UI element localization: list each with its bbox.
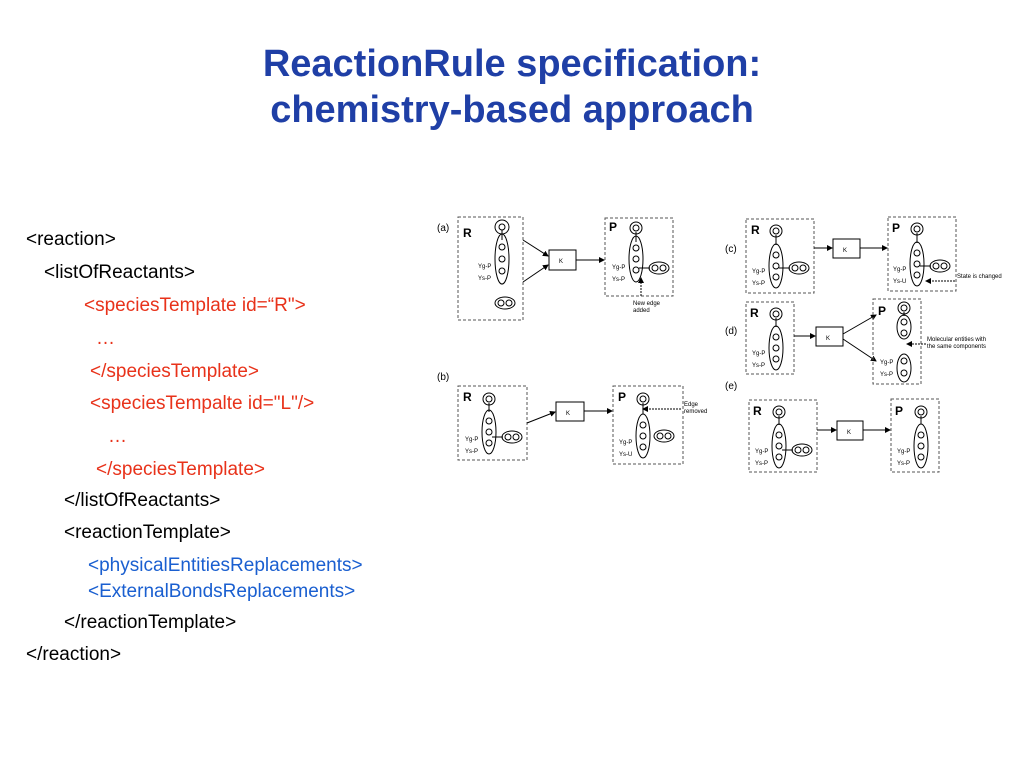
panel-d-r-label: R bbox=[750, 306, 759, 320]
panel-b-label: (b) bbox=[437, 372, 449, 383]
yg-p-label: Yg-P bbox=[893, 267, 906, 273]
yg-p-label: Yg-P bbox=[752, 351, 765, 357]
panel-c-product-box bbox=[887, 216, 957, 292]
panel-c-r-label: R bbox=[751, 223, 760, 237]
panel-e-label: (e) bbox=[725, 381, 737, 392]
ys-p-label: Ys-P bbox=[752, 281, 765, 287]
panel-d-label: (d) bbox=[725, 326, 737, 337]
panel-a-r-label: R bbox=[463, 226, 472, 240]
panel-a-label: (a) bbox=[437, 223, 449, 234]
molecular-entities-label-1: Molecular entities with bbox=[927, 337, 986, 343]
state-changed-label: State is changed bbox=[957, 274, 1002, 280]
page-title-line2: chemistry-based approach bbox=[270, 89, 754, 131]
yg-p-label: Yg-P bbox=[478, 264, 491, 270]
ys-p-label: Ys-P bbox=[897, 461, 910, 467]
panel-d-p-label: P bbox=[878, 304, 886, 318]
panel-d-product-box bbox=[872, 298, 922, 385]
panel-e: (e) R Yg-P Ys-P K P Yg-P Ys-P bbox=[725, 381, 940, 473]
yg-p-label: Yg-P bbox=[612, 265, 625, 271]
enzyme-k-label: K bbox=[826, 336, 830, 342]
ys-u-label: Ys-U bbox=[893, 279, 906, 285]
code-line-reaction-template-open: <reactionTemplate> bbox=[64, 522, 231, 543]
panel-e-r-label: R bbox=[753, 404, 762, 418]
code-line-reaction-open: <reaction> bbox=[26, 229, 116, 250]
panel-c: (c) R Yg-P Ys-P K P Yg-P Ys-U bbox=[725, 216, 1002, 294]
edge-removed-label-2: removed bbox=[684, 409, 707, 415]
code-line-list-reactants-close: </listOfReactants> bbox=[64, 490, 221, 511]
panel-b: (b) R Yg-P Ys-P K P Yg-P Ys-U Edg bbox=[437, 372, 707, 465]
molecule-chain bbox=[494, 233, 510, 285]
ys-u-label: Ys-U bbox=[619, 452, 632, 458]
enzyme-k-label: K bbox=[843, 248, 847, 254]
ys-p-label: Ys-P bbox=[612, 277, 625, 283]
panel-a-p-label: P bbox=[609, 220, 617, 234]
code-line-reaction-close: </reaction> bbox=[26, 644, 122, 665]
enzyme-k-label: K bbox=[566, 411, 570, 417]
edge-removed-label-1: Edge bbox=[684, 402, 699, 408]
panel-c-label: (c) bbox=[725, 244, 737, 255]
code-line-list-reactants-open: <listOfReactants> bbox=[44, 262, 196, 283]
code-line-reaction-template-close: </reactionTemplate> bbox=[64, 612, 237, 633]
yg-p-label: Yg-P bbox=[897, 449, 910, 455]
panel-a: (a) R Yg-P Ys-P K P Yg-P Ys-P bbox=[437, 216, 674, 321]
ys-p-label: Ys-P bbox=[752, 363, 765, 369]
ys-p-label: Ys-P bbox=[478, 276, 491, 282]
code-line-ellipsis-2: … bbox=[108, 426, 127, 447]
page-title-line1: ReactionRule specification: bbox=[262, 43, 762, 85]
new-edge-label-2: added bbox=[633, 308, 650, 314]
code-line-ellipsis-1: … bbox=[96, 328, 115, 349]
code-line-external-bonds: <ExternalBondsReplacements> bbox=[88, 581, 356, 602]
panel-e-p-label: P bbox=[895, 404, 903, 418]
ys-p-label: Ys-P bbox=[465, 449, 478, 455]
panel-b-product-box bbox=[612, 385, 684, 465]
yg-p-label: Yg-P bbox=[880, 360, 893, 366]
new-edge-label-1: New edge bbox=[633, 301, 661, 307]
code-line-species-template-r: <speciesTemplate id=“R"> bbox=[84, 295, 306, 316]
yg-p-label: Yg-P bbox=[752, 269, 765, 275]
panel-d: (d) R Yg-P Ys-P K P Yg-P Ys-P Molecular … bbox=[725, 298, 986, 385]
panel-a-product-box bbox=[604, 217, 674, 297]
code-line-physical-entities: <physicalEntitiesReplacements> bbox=[88, 555, 363, 576]
molecular-entities-label-2: the same components bbox=[927, 344, 986, 350]
yg-p-label: Yg-P bbox=[755, 449, 768, 455]
enzyme-k-label: K bbox=[847, 430, 851, 436]
ys-p-label: Ys-P bbox=[755, 461, 768, 467]
panel-a-reactant-box bbox=[457, 216, 524, 321]
enzyme-k-label: K bbox=[559, 259, 563, 265]
panel-c-p-label: P bbox=[892, 221, 900, 235]
code-line-species-template-l: <speciesTempalte id="L"/> bbox=[90, 393, 315, 414]
code-line-species-template-close-1: </speciesTemplate> bbox=[90, 361, 259, 382]
panel-b-r-label: R bbox=[463, 390, 472, 404]
code-line-species-template-close-2: </speciesTemplate> bbox=[96, 459, 265, 480]
ys-p-label: Ys-P bbox=[880, 372, 893, 378]
enzyme-box bbox=[815, 326, 844, 347]
yg-p-label: Yg-P bbox=[619, 440, 632, 446]
panel-b-p-label: P bbox=[618, 390, 626, 404]
panel-e-product-box bbox=[890, 398, 940, 473]
yg-p-label: Yg-P bbox=[465, 437, 478, 443]
panel-c-reactant-box bbox=[745, 218, 815, 294]
